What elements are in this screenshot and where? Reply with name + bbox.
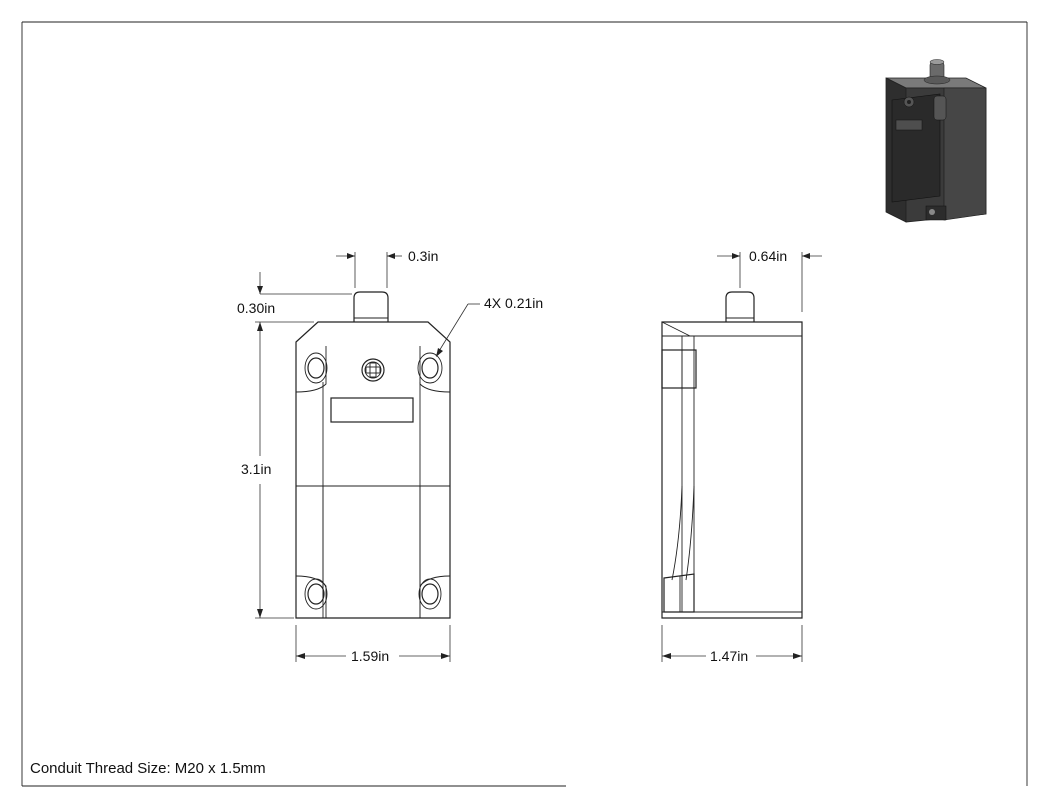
side-view	[661, 291, 803, 619]
side-dimensions	[661, 252, 822, 662]
dim-pin-width: 0.3in	[408, 248, 438, 264]
dim-pin-height: 0.30in	[237, 300, 275, 316]
dim-front-width: 1.59in	[351, 648, 389, 664]
dim-side-offset: 0.64in	[749, 248, 787, 264]
side-top-tab	[661, 349, 697, 389]
front-dimensions	[255, 252, 480, 662]
sheet-border	[21, 21, 1028, 787]
conduit-thread-note: Conduit Thread Size: M20 x 1.5mm	[30, 760, 266, 777]
side-plunger	[725, 291, 755, 322]
front-plunger	[353, 291, 389, 322]
front-body-outline	[295, 321, 451, 619]
mount-hole-top-left	[307, 357, 325, 379]
isometric-render	[885, 59, 987, 223]
dim-side-depth: 1.47in	[710, 648, 748, 664]
cover-screw	[361, 358, 385, 382]
dim-hole-callout: 4X 0.21in	[484, 295, 543, 311]
label-plate	[330, 397, 414, 423]
mount-hole-top-right	[421, 357, 439, 379]
dim-front-height: 3.1in	[241, 461, 271, 477]
mount-hole-bottom-left	[307, 583, 325, 605]
side-body-outline	[661, 321, 803, 619]
front-view	[295, 291, 451, 619]
mount-hole-bottom-right	[421, 583, 439, 605]
side-bottom-tab	[663, 573, 695, 613]
